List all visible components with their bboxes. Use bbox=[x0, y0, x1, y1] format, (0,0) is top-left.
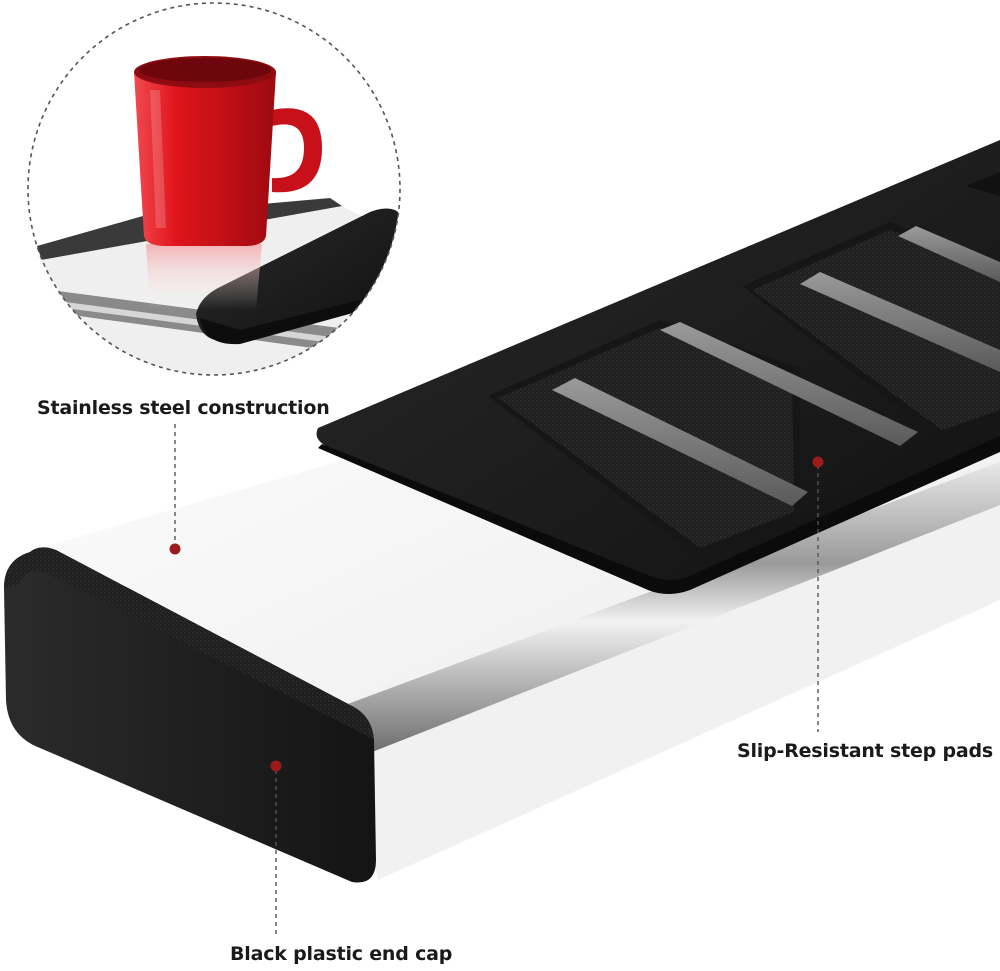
pad-section-back bbox=[966, 172, 1000, 196]
callout-end-cap-label: Black plastic end cap bbox=[230, 943, 453, 965]
chrome-edge bbox=[345, 462, 1000, 752]
running-board bbox=[4, 140, 1000, 883]
callout-end-cap-marker bbox=[270, 760, 282, 934]
pad-groove bbox=[800, 272, 1000, 372]
callout-stainless-marker bbox=[169, 424, 181, 555]
callout-step-pads-marker bbox=[812, 456, 824, 732]
pad-section-front bbox=[488, 320, 918, 556]
callout-step-pads-label: Slip-Resistant step pads bbox=[737, 740, 993, 762]
steel-side-face bbox=[340, 470, 1000, 880]
pad-groove bbox=[660, 322, 918, 446]
end-cap-rim bbox=[4, 547, 374, 740]
pad-groove bbox=[552, 378, 808, 506]
pad-section-middle bbox=[742, 222, 1000, 440]
pad-groove bbox=[898, 226, 1000, 282]
mug-icon bbox=[134, 56, 322, 246]
inset-zoom bbox=[27, 2, 401, 376]
end-cap bbox=[4, 547, 376, 883]
callout-stainless-label: Stainless steel construction bbox=[37, 397, 330, 419]
